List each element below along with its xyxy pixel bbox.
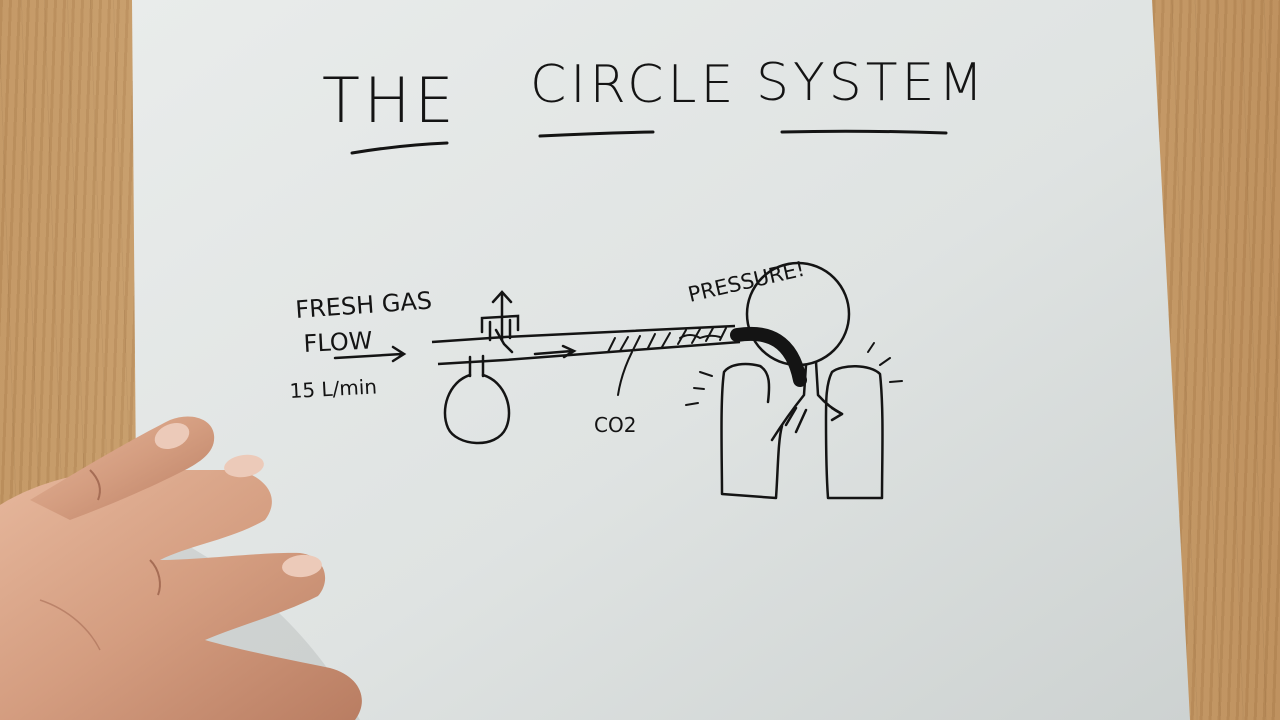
co2-hatching <box>607 327 727 353</box>
title-underline-system <box>780 129 948 135</box>
title-word-circle: CIRCLE <box>530 55 737 115</box>
tube-flow-arrow <box>533 344 577 359</box>
title-word-the: THE <box>322 64 458 137</box>
title-word-system: SYSTEM <box>756 53 987 113</box>
flow-label: FLOW <box>303 326 373 358</box>
apl-valve-icon <box>480 290 520 354</box>
title-underline-circle <box>538 130 655 138</box>
title-underline-the <box>350 141 449 155</box>
breathing-tube-bottom <box>437 340 741 366</box>
lungs-icon <box>720 360 884 500</box>
co2-label: CO2 <box>594 413 636 437</box>
reservoir-bag-icon <box>443 354 511 445</box>
flow-rate-label: 15 L/min <box>289 374 378 403</box>
co2-pointer-line <box>617 351 633 396</box>
airway-connector <box>730 326 807 387</box>
fresh-gas-arrow <box>333 345 407 363</box>
breathing-tube-top <box>431 324 736 344</box>
distress-marks <box>685 342 903 406</box>
